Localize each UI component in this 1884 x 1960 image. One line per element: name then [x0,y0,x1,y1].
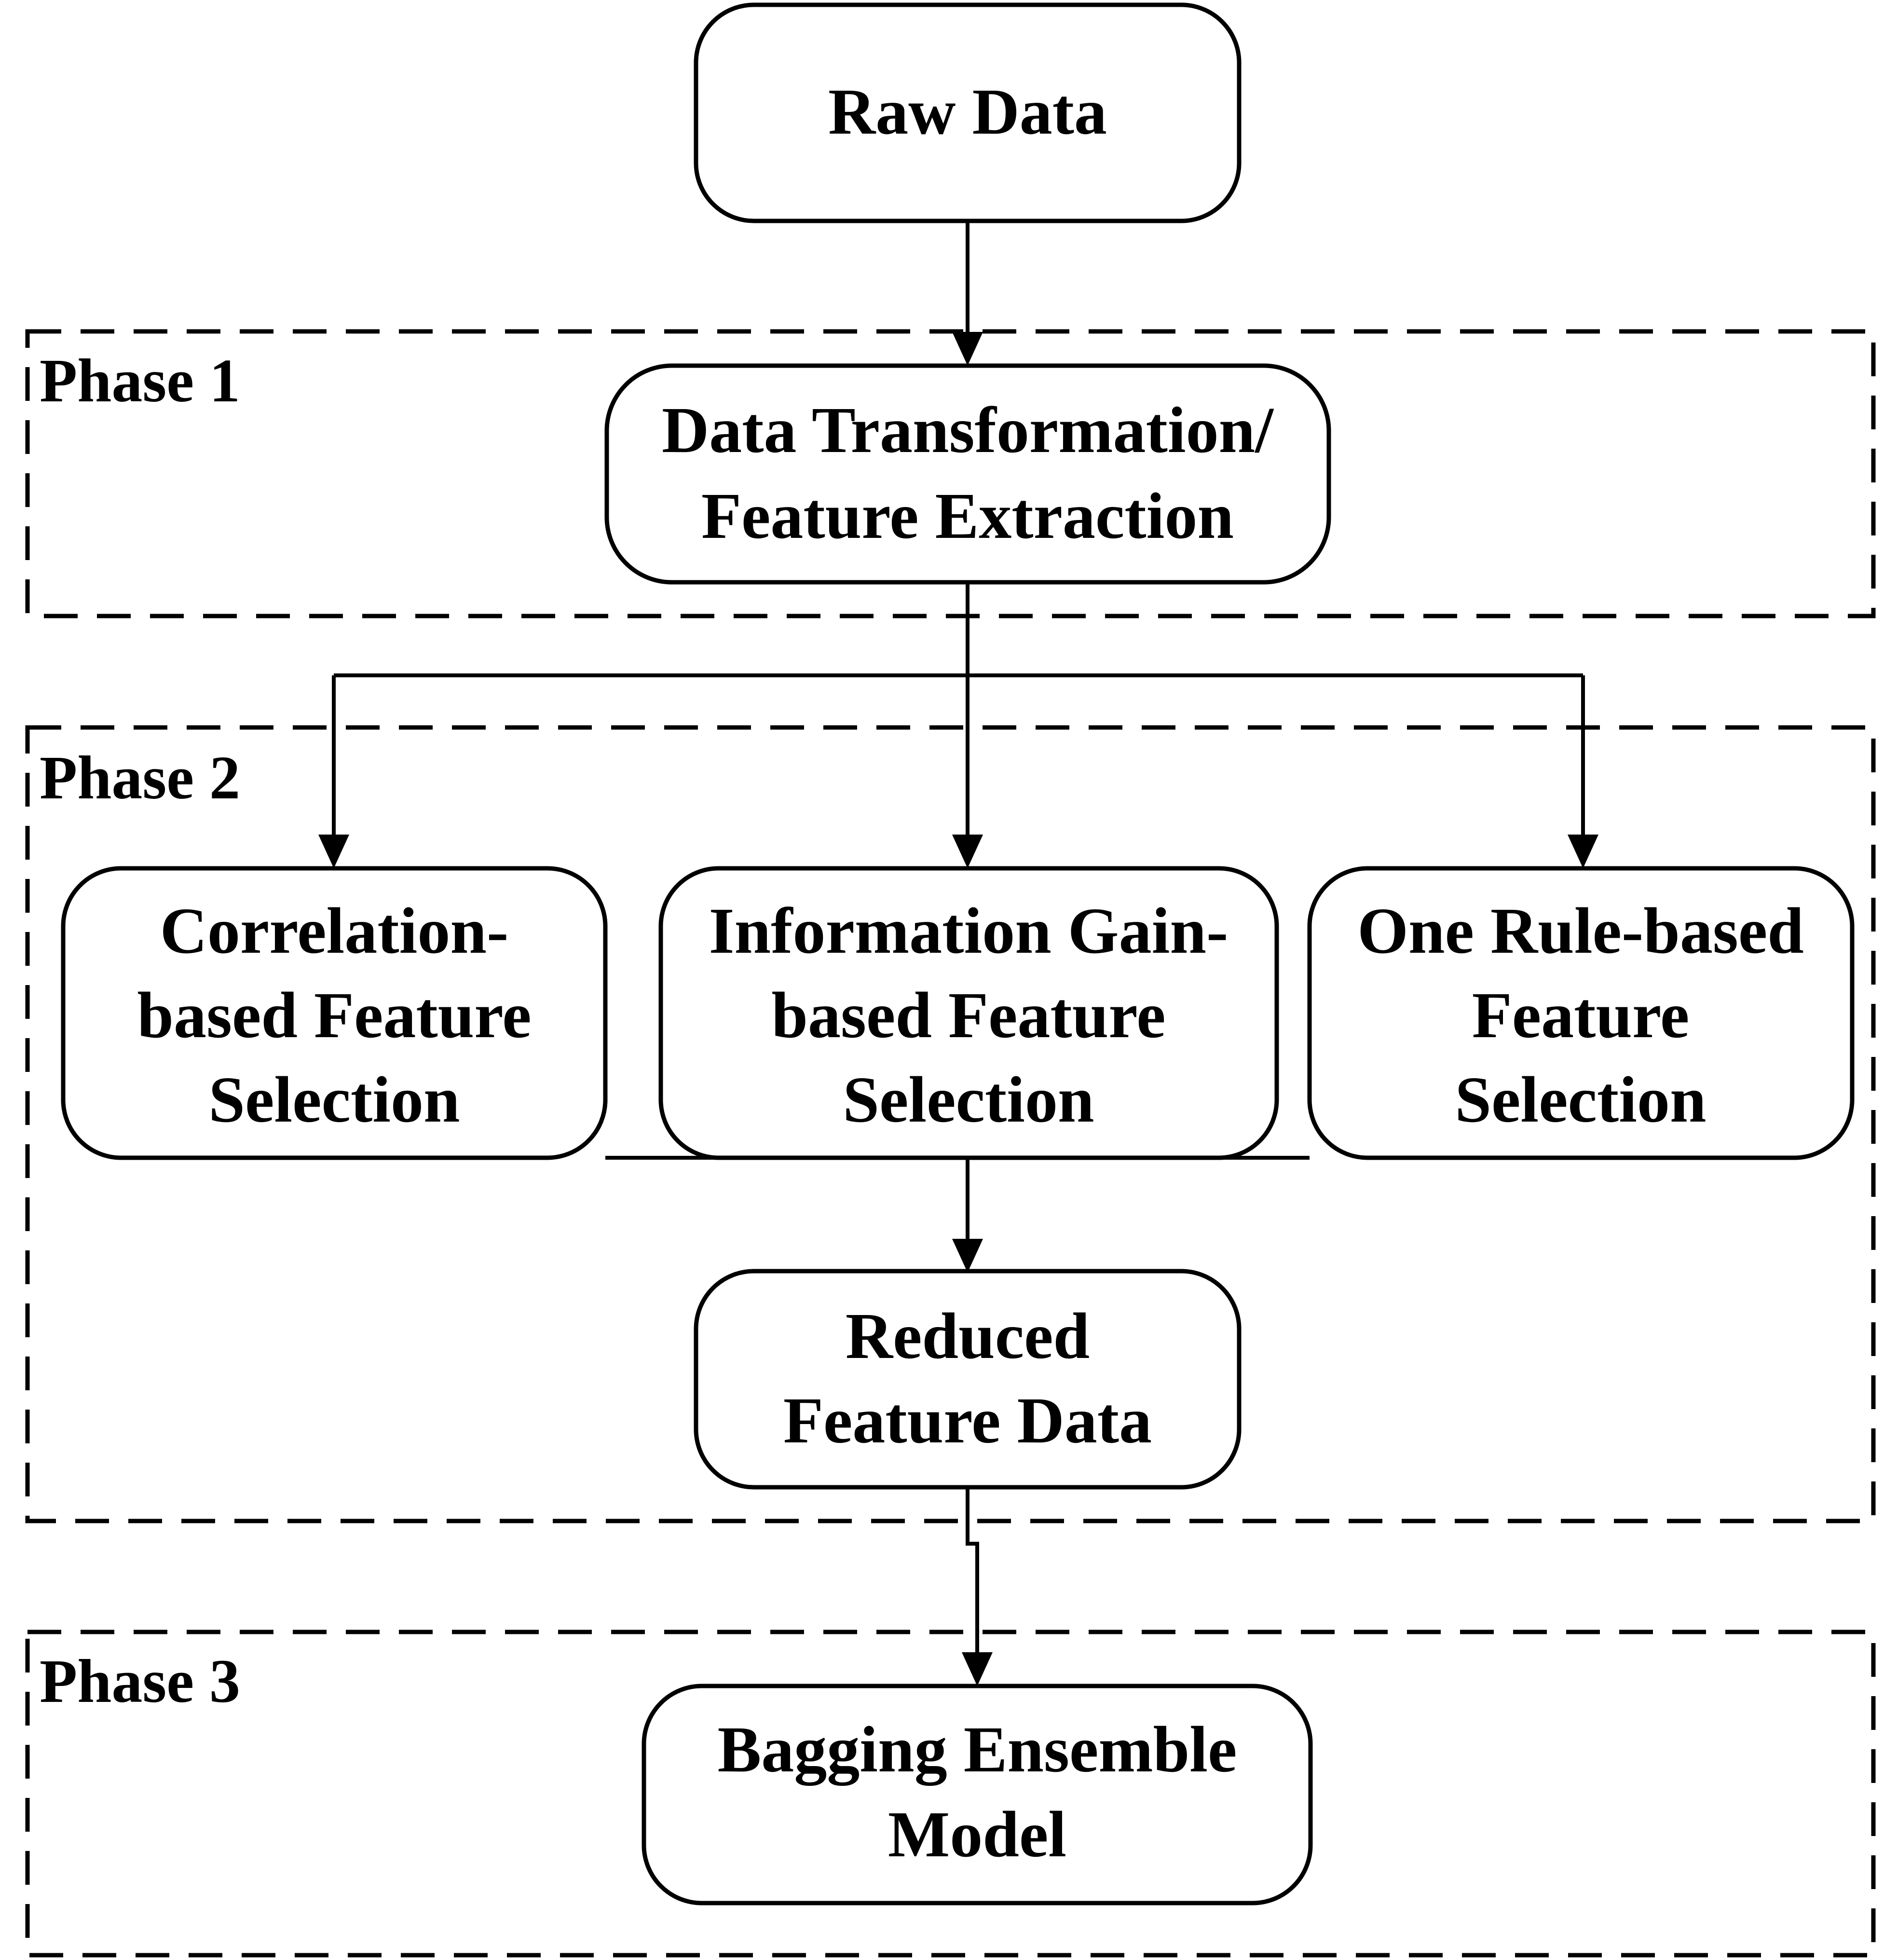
node-one-rule: One Rule-based Feature Selection [1307,866,1855,1160]
phase-3-label: Phase 3 [40,1647,240,1715]
node-bagging-line-2: Model [888,1798,1066,1871]
node-correlation-line-1: Correlation- [160,895,509,967]
node-one-rule-line-2: Feature [1472,979,1690,1052]
phase-3-frame: Phase 3 [25,1630,1876,1958]
node-info-gain-line-1: Information Gain- [709,895,1229,967]
node-transformation: Data Transformation/ Feature Extraction [604,363,1331,585]
node-reduced-line-2: Feature Data [783,1384,1152,1457]
arrowhead-icon [952,332,983,366]
node-transformation-line-1: Data Transformation/ [662,394,1274,466]
node-reduced-line-1: Reduced [846,1300,1090,1372]
arrowhead-icon [1568,835,1598,868]
node-raw-data: Raw Data [694,2,1242,223]
node-info-gain: Information Gain- based Feature Selectio… [658,866,1279,1160]
node-bagging-line-1: Bagging Ensemble [718,1713,1237,1786]
node-bagging: Bagging Ensemble Model [642,1684,1313,1905]
arrowhead-icon [952,835,983,868]
node-correlation-line-3: Selection [208,1064,460,1136]
node-transformation-line-2: Feature Extraction [701,480,1234,552]
phase-1-frame: Phase 1 [25,329,1876,618]
node-raw-data-label: Raw Data [828,76,1107,148]
node-one-rule-line-1: One Rule-based [1357,895,1804,967]
edge-reduced-to-bagging [966,1487,979,1659]
arrowhead-icon [962,1652,993,1686]
phase-2-label: Phase 2 [40,743,240,812]
phase-1-label: Phase 1 [40,346,240,415]
phase-2-frame: Phase 2 [25,725,1876,1523]
node-info-gain-line-3: Selection [843,1064,1094,1136]
arrowhead-icon [318,835,349,868]
node-info-gain-line-2: based Feature [771,979,1165,1052]
node-one-rule-line-3: Selection [1455,1064,1706,1136]
node-correlation-line-2: based Feature [137,979,531,1052]
node-correlation: Correlation- based Feature Selection [61,866,608,1160]
arrowhead-icon [952,1239,983,1273]
node-reduced: Reduced Feature Data [694,1269,1242,1490]
